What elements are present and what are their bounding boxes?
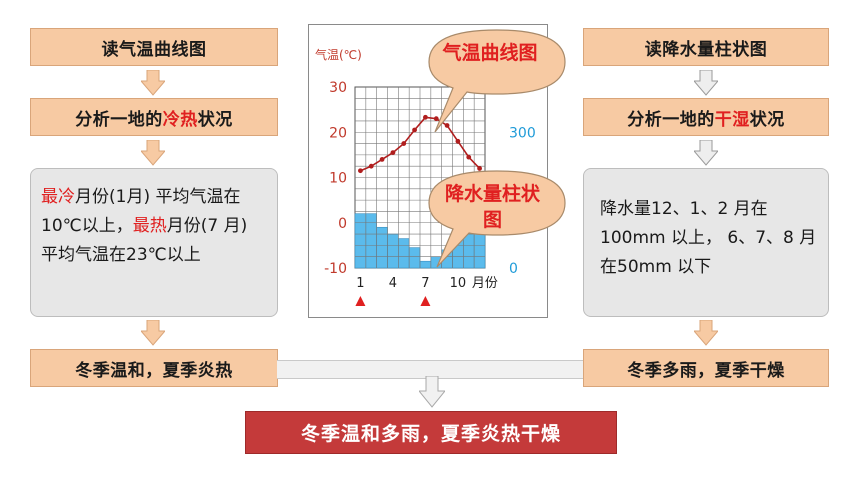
temperature-point	[477, 166, 482, 171]
left-info-text2: 月份(7 月) 平均气温在23℃以上	[41, 216, 248, 265]
left-info-highlight-coldest: 最冷	[41, 187, 75, 207]
temperature-point	[358, 168, 363, 174]
left-step-read-temperature: 读气温曲线图	[30, 28, 278, 66]
down-arrow-icon	[141, 70, 165, 96]
left-step2-highlight-cold: 冷	[162, 109, 181, 130]
precip-bar	[365, 213, 377, 269]
down-arrow-icon	[141, 320, 165, 346]
final-conclusion-label: 冬季温和多雨，夏季炎热干燥	[300, 423, 561, 445]
left-info-text1: 月份(1月) 平均气温在10℃以上，	[41, 187, 241, 236]
right-step2-prefix: 分析一地的	[627, 109, 715, 130]
month-marker-triangle	[355, 296, 366, 306]
left-step2-prefix: 分析一地的	[75, 109, 163, 130]
left-step2-suffix: 状况	[197, 109, 233, 130]
y-axis-label: 气温(℃)	[315, 47, 362, 62]
left-result: 冬季温和，夏季炎热	[30, 349, 278, 387]
x-tick-label: 1	[356, 276, 364, 291]
right-step-analyze-moisture: 分析一地的干湿状况	[583, 98, 829, 136]
down-arrow-icon	[694, 140, 718, 166]
temperature-point	[444, 123, 450, 128]
y-tick-label: 0	[338, 216, 347, 232]
left-step2-highlight-hot: 热	[180, 109, 198, 130]
right-result: 冬季多雨，夏季干燥	[583, 349, 829, 387]
callout-precip-text: 降水量柱状图	[440, 181, 545, 233]
callout-temp-text: 气温曲线图	[440, 40, 540, 66]
temperature-point	[412, 127, 417, 133]
temperature-point	[466, 154, 472, 160]
temperature-point	[401, 141, 407, 146]
right-info-text: 降水量12、1、2 月在100mm 以上， 6、7、8 月在50mm 以下	[600, 199, 817, 277]
down-arrow-icon	[141, 140, 165, 166]
callout-precip-bubble	[428, 170, 566, 268]
temperature-point	[455, 138, 461, 144]
callout-temp-bubble	[428, 29, 566, 132]
final-conclusion: 冬季温和多雨，夏季炎热干燥	[245, 411, 617, 454]
left-step-analyze-heat: 分析一地的冷热状况	[30, 98, 278, 136]
x-tick-label: 10	[450, 276, 467, 291]
right-result-label: 冬季多雨，夏季干燥	[627, 360, 785, 381]
precip-bar	[387, 233, 399, 269]
precip-bar	[376, 226, 388, 269]
x-tick-label: 7	[421, 276, 429, 291]
y-tick-label: -10	[324, 261, 347, 277]
temperature-point	[423, 114, 428, 120]
right-step2-highlight-dry: 干	[714, 109, 733, 130]
right-step2-highlight-wet: 湿	[732, 109, 750, 130]
left-info-box: 最冷月份(1月) 平均气温在10℃以上，最热月份(7 月) 平均气温在23℃以上	[30, 168, 278, 317]
right-info-box: 降水量12、1、2 月在100mm 以上， 6、7、8 月在50mm 以下	[583, 168, 829, 317]
month-marker-triangle	[420, 296, 431, 306]
temperature-point	[390, 150, 396, 156]
temperature-point	[379, 157, 385, 162]
x-tick-label: 4	[389, 276, 397, 291]
y-tick-label: 30	[329, 80, 347, 96]
y2-tick-label: 300	[509, 125, 536, 141]
callout-precip-label: 降水量柱状图	[444, 183, 540, 231]
down-arrow-icon	[694, 320, 718, 346]
right-step2-suffix: 状况	[749, 109, 785, 130]
temperature-point	[433, 116, 439, 122]
left-info-highlight-hottest: 最热	[132, 216, 167, 236]
y-tick-label: 10	[329, 171, 347, 187]
temperature-point	[368, 163, 374, 169]
down-arrow-icon	[694, 70, 718, 96]
y2-tick-label: 0	[509, 261, 518, 277]
right-step1-label: 读降水量柱状图	[644, 39, 768, 60]
callout-temp-label: 气温曲线图	[442, 42, 538, 64]
right-step-read-precipitation: 读降水量柱状图	[583, 28, 829, 66]
precip-bar	[354, 213, 367, 269]
left-step1-label: 读气温曲线图	[101, 39, 207, 60]
precip-bar	[398, 238, 410, 269]
x-axis-label: 月份	[472, 276, 498, 291]
down-arrow-icon	[419, 376, 445, 408]
y-tick-label: 20	[329, 125, 347, 141]
left-result-label: 冬季温和，夏季炎热	[75, 360, 233, 381]
